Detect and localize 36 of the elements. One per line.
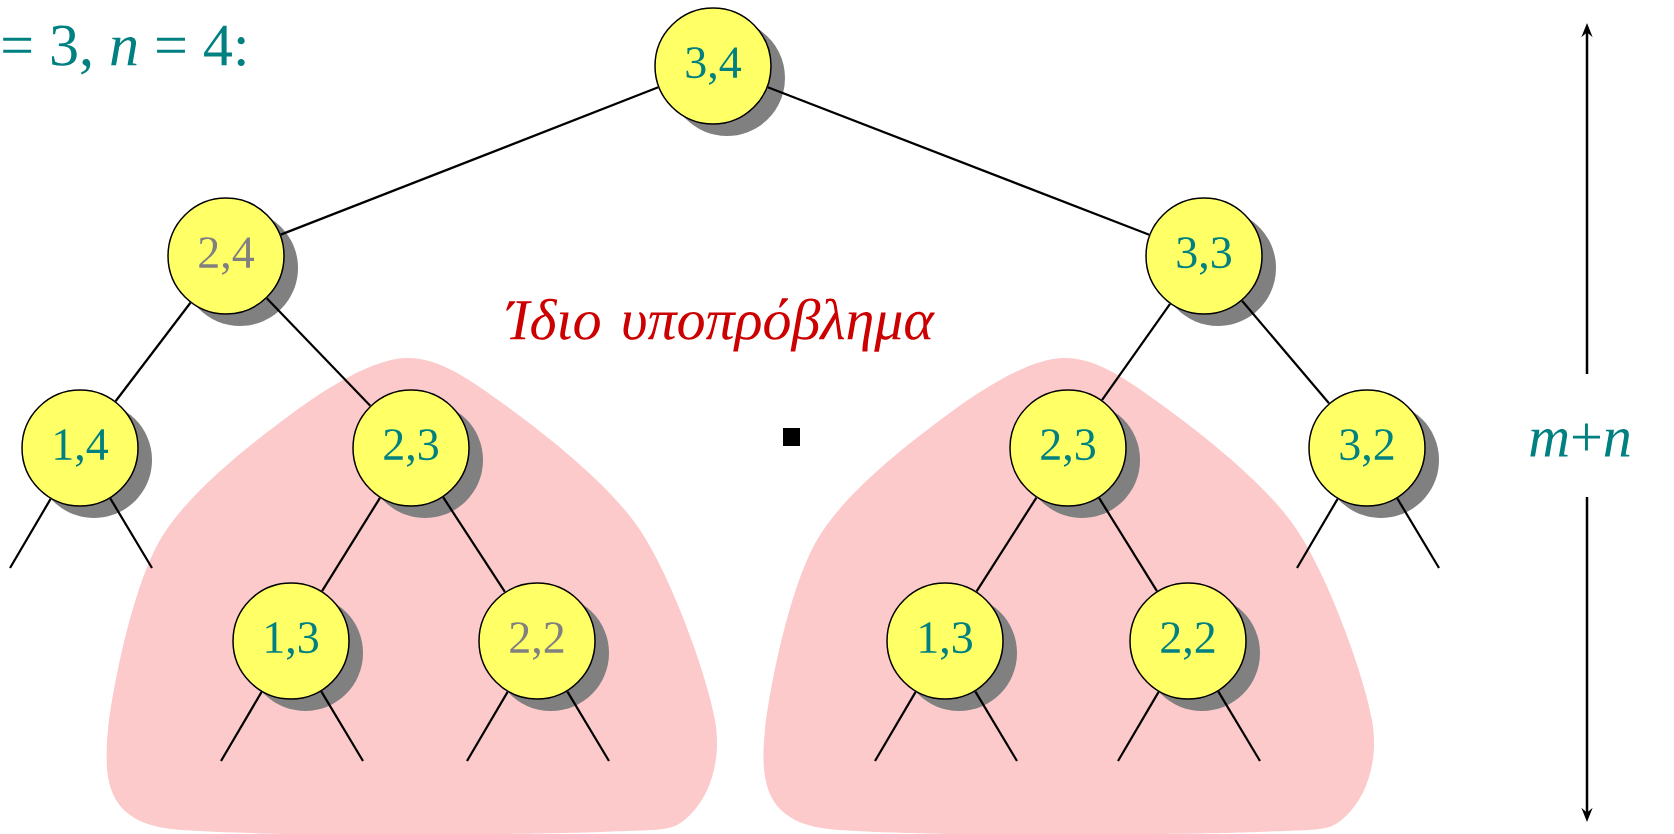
branch-stub — [466, 691, 509, 762]
branch-stub — [9, 498, 52, 569]
tree-node: 1,3 — [232, 582, 363, 711]
branch-stub — [874, 691, 917, 762]
tree-branch — [265, 297, 372, 407]
tree-node: 2,2 — [478, 582, 609, 711]
branch-stub — [1296, 498, 1339, 569]
branch-stub — [566, 690, 610, 762]
tree-branch — [321, 497, 381, 592]
tree-node: 3,3 — [1145, 197, 1276, 326]
dimension-label: m+n — [1530, 423, 1630, 457]
tree-node: 1,4 — [21, 389, 152, 518]
tree-branch — [442, 496, 506, 593]
tree-branch — [767, 86, 1150, 236]
tree-branch — [1101, 303, 1171, 401]
branch-stub — [1217, 690, 1261, 762]
tree-node: 2,2 — [1129, 582, 1260, 711]
branch-stub — [220, 691, 263, 762]
branch-stub — [1396, 497, 1440, 569]
tree-branch — [280, 86, 659, 236]
tree-branch — [1241, 300, 1330, 404]
tree-node: 2,3 — [352, 389, 483, 518]
tree-branch — [975, 496, 1038, 593]
callout-text: Ίδιο υποπρόβλημα — [506, 298, 935, 352]
tree-branch — [114, 302, 192, 402]
tree-node: 2,4 — [167, 197, 298, 326]
branch-stub — [1117, 691, 1160, 762]
tree-node: 3,4 — [654, 7, 785, 136]
tree-node: 1,3 — [886, 582, 1017, 711]
branch-stub — [109, 497, 153, 569]
branch-stub — [974, 690, 1018, 762]
tree-branch — [1098, 497, 1158, 592]
heading-text: = 3, n = 4: — [3, 25, 245, 75]
tree-node: 3,2 — [1308, 389, 1439, 518]
tree-node: 2,3 — [1009, 389, 1140, 518]
branch-stub — [320, 690, 364, 762]
